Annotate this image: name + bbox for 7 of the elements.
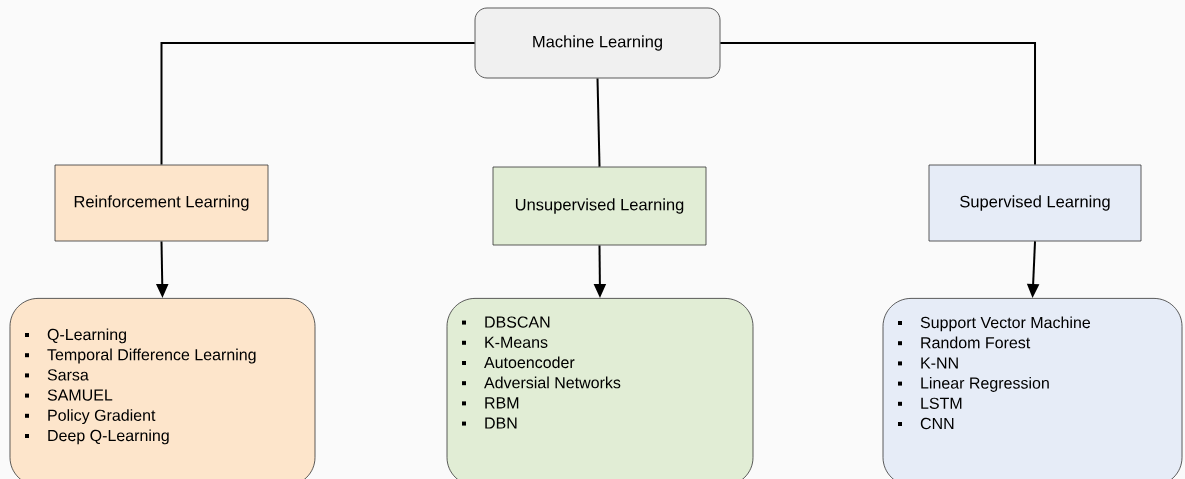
method-list-box: Q-Learning Temporal Difference Learning Sarsa SAMUEL Policy Gradient Deep Q-Learning [9,298,316,479]
category-box: Machine Learning [474,7,721,79]
method-list-box: Support Vector Machine Random Forest K-NN Linear Regression LSTM CNN [882,298,1183,479]
category-box: Supervised Learning [928,164,1142,242]
category-box: Unsupervised Learning [492,166,707,246]
category-box: Reinforcement Learning [54,164,269,242]
method-list-box: DBSCAN K-Means Autoencoder Adversial Networks RBM DBN [446,298,754,479]
